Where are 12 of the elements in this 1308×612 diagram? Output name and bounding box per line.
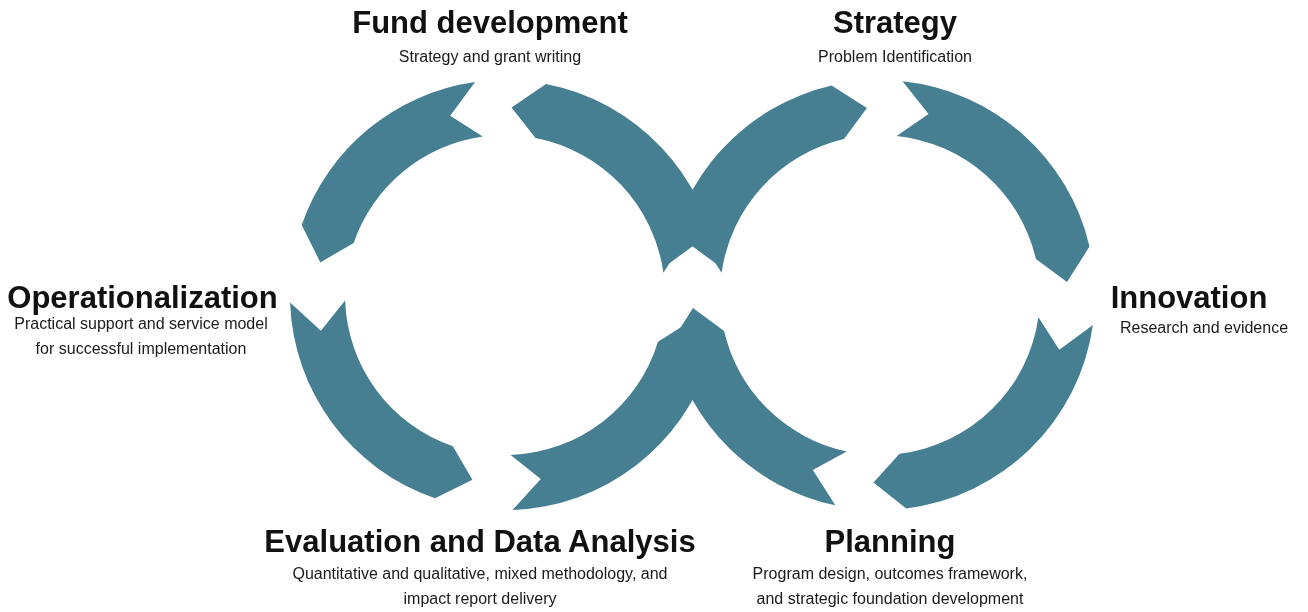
stage-heading: Planning: [823, 523, 957, 561]
stage-description: Strategy and grant writing: [397, 47, 583, 67]
stage-heading: Innovation: [1109, 279, 1269, 317]
stage-description: Problem Identification: [817, 47, 973, 67]
stage-description: Research and evidence: [1118, 318, 1290, 338]
stage-description: Quantitative and qualitative, mixed methodology, and impact report delivery: [291, 564, 669, 609]
stage-description: Practical support and service model for successful implementation: [13, 315, 269, 359]
stage-heading: Strategy: [831, 4, 958, 42]
stage-heading: Fund development: [351, 4, 629, 42]
stage-heading: Evaluation and Data Analysis: [263, 523, 697, 561]
stage-description: Program design, outcomes framework, and strategic foundation development: [751, 564, 1029, 609]
stage-heading: Operationalization: [6, 279, 279, 317]
